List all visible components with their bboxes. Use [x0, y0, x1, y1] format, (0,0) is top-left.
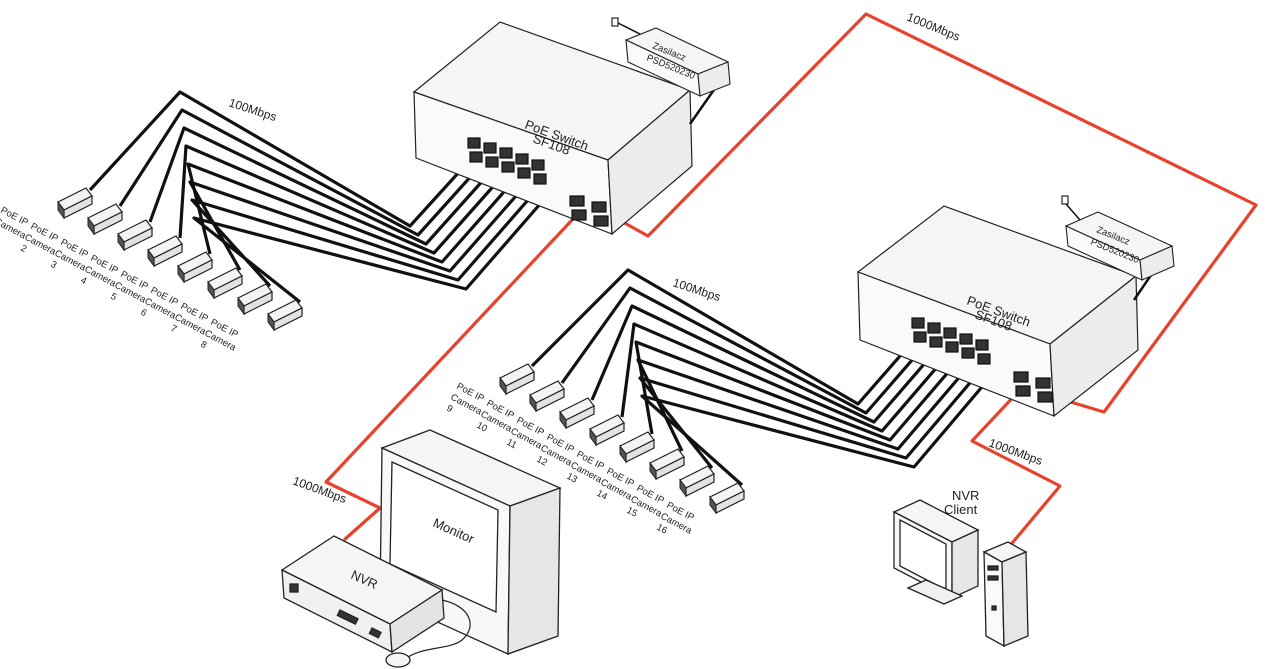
poe-cables-group-1	[88, 90, 556, 304]
camera-label-number: 8	[199, 339, 209, 351]
poe-cable-2	[118, 108, 484, 237]
poe-cable-1	[88, 90, 472, 228]
camera-label-number: 3	[49, 259, 59, 271]
camera-14	[649, 448, 685, 481]
camera-label-number: 6	[139, 307, 149, 319]
poe-cable-8	[192, 186, 556, 304]
camera-2	[87, 203, 123, 236]
speed-label-cams-1: 100Mbps	[227, 96, 278, 125]
poe-cable-12	[620, 322, 952, 433]
poe-cable-16	[640, 366, 1000, 487]
poe-cable-7	[190, 182, 544, 288]
poe-cable-15	[638, 362, 988, 469]
camera-label-number: 13	[565, 471, 580, 486]
cameras	[57, 187, 745, 515]
camera-label-number: 10	[475, 420, 490, 435]
poe-switch-2	[856, 205, 1162, 418]
camera-8	[267, 299, 303, 332]
camera-12	[589, 414, 625, 447]
camera-label-number: 11	[505, 437, 519, 451]
gigabit-link-switch-to-switch	[611, 12, 1258, 414]
poe-cable-11	[590, 304, 940, 424]
switch-1-uplink-ports	[569, 195, 609, 227]
camera-6	[207, 267, 243, 300]
nvr-recorder	[280, 535, 471, 668]
camera-label-number: 14	[595, 488, 610, 503]
camera-9	[499, 363, 535, 396]
speed-label-nvr-uplink: 1000Mbps	[291, 474, 348, 506]
camera-4	[147, 235, 183, 268]
camera-label-number: 16	[655, 522, 670, 537]
switch-2-uplink-ports	[1013, 371, 1053, 403]
nvr-client-pc	[892, 499, 1029, 648]
poe-cable-9	[530, 268, 916, 406]
camera-label-number: 2	[19, 243, 29, 255]
poe-cable-13	[634, 340, 964, 442]
power-supply-1	[611, 17, 731, 97]
camera-label-number: 4	[79, 275, 89, 287]
camera-13	[619, 431, 655, 464]
camera-15	[679, 465, 715, 498]
camera-1	[57, 187, 93, 220]
camera-label-number: 12	[535, 454, 550, 469]
camera-label-number: 5	[109, 291, 119, 303]
camera-10	[529, 380, 565, 413]
switch-2-poe-ports	[911, 317, 991, 365]
monitor	[379, 429, 562, 656]
camera-16	[709, 482, 745, 515]
poe-switch-1	[412, 21, 720, 236]
camera-5	[177, 251, 213, 284]
poe-cable-10	[560, 286, 928, 415]
poe-cables-group-2	[530, 268, 1000, 487]
camera-3	[117, 219, 153, 252]
camera-label-number: 9	[445, 403, 455, 415]
power-supply-2	[1061, 195, 1175, 281]
gigabit-link-switch-to-nvr	[324, 218, 574, 542]
camera-11	[559, 397, 595, 430]
switch-1-poe-ports	[467, 137, 547, 185]
client-label-line1: NVR	[952, 488, 979, 503]
camera-label-number: 15	[625, 505, 640, 520]
client-label-line2: Client	[944, 502, 978, 517]
camera-label-number: 7	[169, 323, 179, 335]
poe-cable-4	[178, 144, 508, 255]
poe-cable-3	[148, 126, 496, 246]
gigabit-link-switch-to-client	[970, 390, 1062, 550]
camera-7	[237, 283, 273, 316]
